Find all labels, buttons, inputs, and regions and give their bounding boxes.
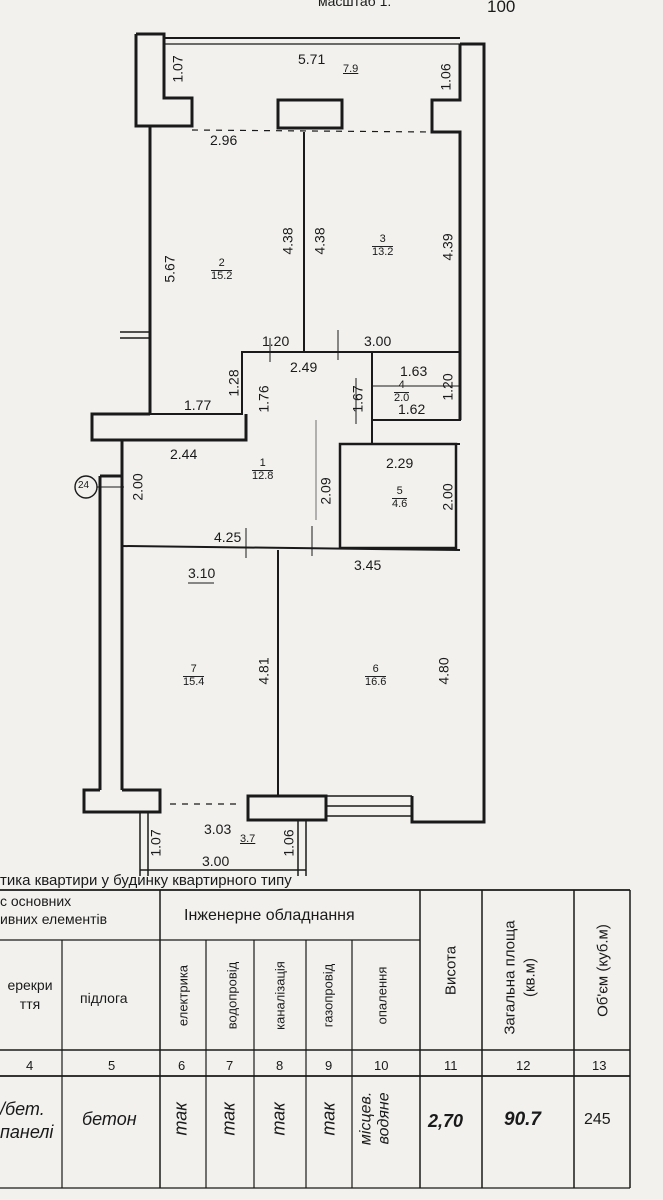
top-balcony-left-wall: [136, 32, 194, 414]
col-num-8: 8: [276, 1058, 284, 1073]
dim-1-20: 1.20: [262, 333, 290, 349]
value-volume: 245: [584, 1111, 611, 1128]
dim-4-81: 4.81: [255, 657, 272, 685]
header-floor: підлога: [80, 990, 128, 1006]
room-7-number: 7: [183, 663, 205, 677]
room-2-number: 2: [211, 257, 233, 271]
dim-3-00: 3.00: [364, 333, 392, 349]
value-heating: місцев. водяне: [357, 1091, 393, 1146]
dim-1-63: 1.63: [400, 363, 428, 379]
dim-2-96: 2.96: [210, 132, 238, 148]
characteristics-table: [0, 889, 631, 1189]
dim-1-67: 1.67: [349, 385, 366, 413]
room-3-number: 3: [372, 233, 394, 247]
value-gas: так: [318, 1102, 339, 1136]
dim-1-77: 1.77: [184, 397, 212, 413]
col-num-7: 7: [226, 1058, 234, 1073]
col-num-10: 10: [374, 1058, 389, 1073]
value-ceiling: /бет. панелі: [0, 1099, 54, 1143]
floor-plan: [74, 32, 486, 876]
wall-block-top: [276, 98, 344, 130]
room-4-number: 4: [394, 379, 410, 393]
dim-2-49: 2.49: [290, 359, 318, 375]
dim-top-balcony-left: 1.07: [169, 55, 186, 83]
scale-label: масштаб 1:: [318, 0, 392, 9]
col-num-12: 12: [516, 1058, 531, 1073]
dim-4-38-a: 4.38: [279, 227, 296, 255]
col-num-6: 6: [178, 1058, 186, 1073]
header-volume: Об'єм (куб.м): [594, 924, 612, 1017]
header-gas: газопровід: [320, 963, 336, 1028]
value-area: 90.7: [504, 1109, 541, 1130]
col-num-4: 4: [26, 1058, 34, 1073]
header-engineering: Інженерне обладнання: [184, 907, 355, 924]
header-structural: с основних ивних елементів: [0, 893, 108, 927]
value-water: так: [218, 1102, 239, 1136]
dim-3-45: 3.45: [354, 557, 382, 573]
dim-4-39: 4.39: [439, 233, 456, 261]
dim-bottom-balcony-left: 1.07: [147, 829, 164, 857]
room-4-area: 2.0: [394, 391, 410, 404]
room-6-number: 6: [365, 663, 387, 677]
value-height: 2,70: [428, 1111, 464, 1131]
dim-1-28: 1.28: [225, 369, 242, 397]
room-3-area: 13.2: [372, 245, 394, 258]
dim-top-balcony-right: 1.06: [437, 63, 454, 91]
dim-bottom-balcony-right: 1.06: [280, 829, 297, 857]
value-sewer: так: [268, 1102, 289, 1136]
room-2-area: 15.2: [211, 269, 233, 282]
top-balcony-right-wall: [430, 44, 462, 420]
col-num-5: 5: [108, 1058, 116, 1073]
dim-1-62: 1.62: [398, 401, 426, 417]
axis-marker-label: 24: [78, 480, 90, 491]
room-5-number: 5: [392, 485, 408, 499]
room-7-area: 15.4: [183, 675, 205, 688]
dim-2-09: 2.09: [317, 477, 334, 505]
dim-2-00-a: 2.00: [129, 473, 146, 501]
header-water: водопровід: [224, 961, 240, 1030]
value-electric: так: [170, 1102, 191, 1136]
dim-bottom-balcony-inner: 3.00: [202, 853, 230, 869]
dim-4-25: 4.25: [214, 529, 242, 545]
dim-2-44: 2.44: [170, 446, 198, 462]
dim-top-balcony-width: 5.71: [298, 51, 326, 67]
dim-1-20-b: 1.20: [439, 373, 456, 401]
dim-top-balcony-area: 7.9: [343, 63, 359, 75]
dim-1-76: 1.76: [255, 385, 272, 413]
value-floor: бетон: [82, 1109, 137, 1129]
dim-4-38-b: 4.38: [311, 227, 328, 255]
header-height: Висота: [442, 945, 460, 996]
dim-2-00-b: 2.00: [439, 483, 456, 511]
header-ceiling: ерекри ття: [7, 977, 53, 1012]
header-area: Загальна площа (кв.м): [501, 920, 539, 1035]
room-6-area: 16.6: [365, 675, 387, 688]
room-1-number: 1: [252, 457, 274, 471]
header-sewer: каналізація: [272, 961, 288, 1030]
header-heating: опалення: [374, 966, 390, 1025]
dim-5-67: 5.67: [161, 255, 178, 283]
col-num-11: 11: [444, 1058, 458, 1073]
col-num-9: 9: [325, 1058, 333, 1073]
col-num-13: 13: [592, 1058, 607, 1073]
header-electric: електрика: [175, 964, 191, 1027]
dim-bottom-balcony-area: 3.7: [240, 833, 256, 845]
dim-4-80: 4.80: [435, 657, 452, 685]
room-5-area: 4.6: [392, 497, 408, 510]
scale-value: 100: [487, 0, 516, 16]
dim-2-29: 2.29: [386, 455, 414, 471]
room-1-area: 12.8: [252, 469, 274, 482]
dim-bottom-balcony-width: 3.03: [204, 821, 232, 837]
table-caption: тика квартири у будинку квартирного типу: [0, 872, 292, 889]
dim-3-10: 3.10: [188, 565, 216, 581]
